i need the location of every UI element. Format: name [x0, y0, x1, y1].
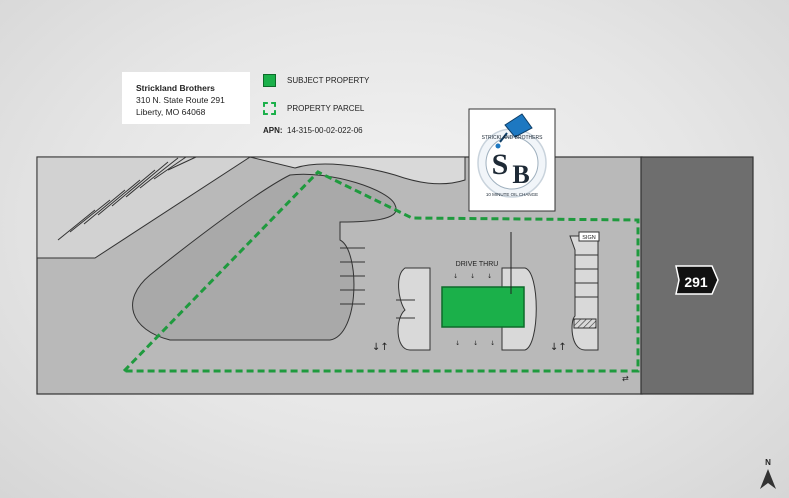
subject-property-label: SUBJECT PROPERTY	[287, 76, 370, 85]
svg-text:↓: ↓	[470, 273, 475, 280]
sign-label: SIGN	[582, 235, 595, 241]
logo-bottom-text: 10 MINUTE OIL CHANGE	[486, 192, 538, 197]
svg-text:↓: ↓	[487, 273, 492, 280]
north-arrow-icon	[760, 469, 776, 489]
strickland-logo: S B STRICKLAND BROTHERS 10 MINUTE OIL CH…	[468, 108, 556, 212]
neighbor-parking-lot	[36, 156, 252, 259]
sign-marker	[578, 231, 600, 242]
subject-property-swatch	[263, 74, 276, 87]
svg-text:↓: ↓	[473, 340, 478, 347]
east-parking-stalls	[575, 254, 598, 298]
svg-text:↓: ↓	[453, 273, 458, 280]
island-stall-stripes	[396, 299, 415, 319]
drive-thru-label: DRIVE THRU	[456, 261, 499, 268]
property-parcel-swatch	[263, 102, 276, 115]
svg-text:↓: ↓	[490, 340, 495, 347]
site-address-line1: 310 N. State Route 291	[136, 95, 225, 105]
west-parking-stalls	[340, 247, 365, 305]
north-label: N	[765, 458, 771, 467]
svg-text:⇄: ⇄	[622, 374, 629, 383]
svg-text:↓↑: ↓↑	[372, 342, 389, 353]
oil-can-icon	[504, 113, 533, 138]
landscaped-island	[132, 173, 397, 341]
drive-thru-island-left	[397, 267, 431, 351]
apn-label: APN:	[263, 126, 283, 135]
route-291-shield: 291	[675, 265, 719, 295]
route-number: 291	[684, 274, 708, 290]
logo-initial-s: S	[492, 148, 509, 181]
logo-initial-b: B	[512, 160, 529, 189]
subject-building	[441, 286, 525, 328]
logo-top-text: STRICKLAND BROTHERS	[482, 135, 544, 141]
svg-text:↓: ↓	[455, 340, 460, 347]
site-name: Strickland Brothers	[136, 83, 215, 93]
drive-thru-arrows: ↓ ↓ ↓ ↓ ↓ ↓	[453, 273, 495, 347]
north-strip	[249, 156, 466, 185]
hatched-pad	[573, 318, 597, 329]
property-parcel-boundary	[120, 170, 640, 373]
svg-text:↓↑: ↓↑	[550, 342, 567, 353]
site-address-line2: Liberty, MO 64068	[136, 107, 206, 117]
site-info-card: Strickland Brothers 310 N. State Route 2…	[122, 72, 250, 124]
apn-value: 14-315-00-02-022-06	[287, 126, 363, 135]
north-arrow: N	[758, 458, 778, 490]
property-parcel-label: PROPERTY PARCEL	[287, 104, 365, 113]
neighbor-parking-stripes	[57, 156, 197, 241]
traffic-arrows: ↓↑ ↓↑ ⇄	[372, 342, 629, 383]
